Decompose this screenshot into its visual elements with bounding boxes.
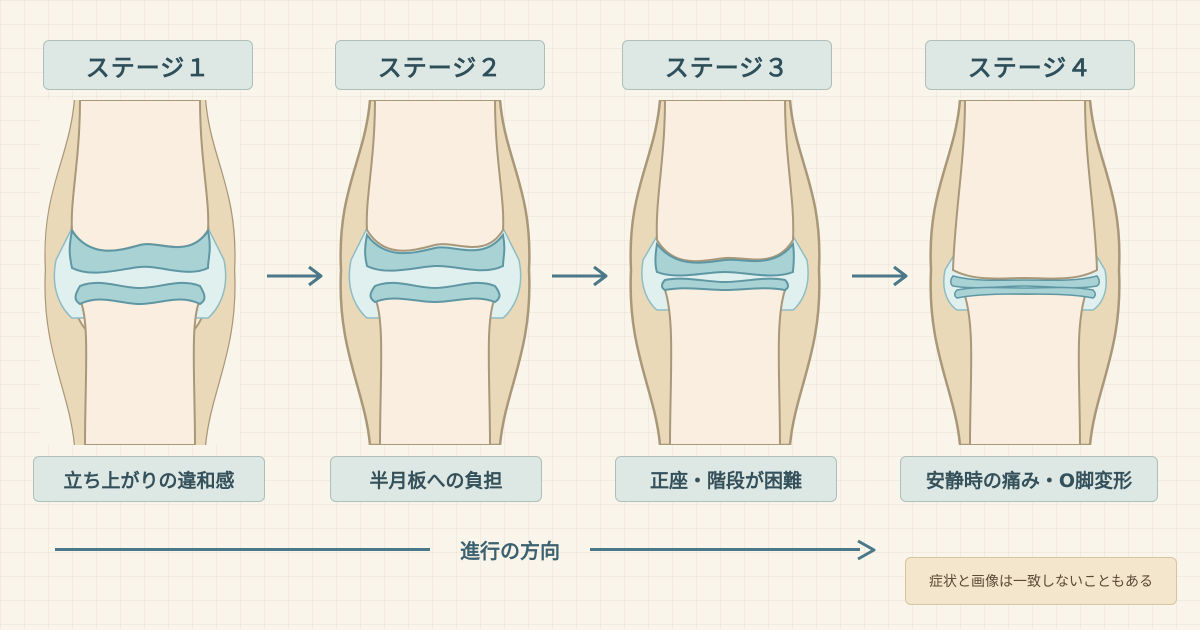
stage-4-joint-illustration: [929, 100, 1121, 445]
stage-4-caption: 安静時の痛み・O脚変形: [900, 456, 1158, 502]
stage-1-caption: 立ち上がりの違和感: [33, 456, 265, 502]
progression-line-right: [590, 548, 860, 551]
stage-4-title: ステージ４: [925, 40, 1135, 90]
stage-3-caption: 正座・階段が困難: [615, 456, 837, 502]
stage-3-title: ステージ３: [622, 40, 832, 90]
stage-1-title: ステージ１: [43, 40, 253, 90]
stage-2-title: ステージ２: [335, 40, 545, 90]
stage-2-to-3-arrow-icon: [552, 265, 608, 287]
stage-3-joint-illustration: [629, 100, 821, 445]
progression-arrowhead-icon: [857, 539, 876, 561]
note-text: 症状と画像は一致しないこともある: [929, 574, 1153, 590]
stage-2-caption: 半月板への負担: [330, 456, 542, 502]
stage-2-joint-illustration: [339, 100, 531, 445]
note-box: 症状と画像は一致しないこともある: [905, 557, 1177, 605]
stage-3-to-4-arrow-icon: [852, 265, 908, 287]
progression-line-left: [55, 548, 430, 551]
stage-1-joint-illustration: [40, 100, 240, 445]
progression-label: 進行の方向: [460, 538, 560, 563]
stage-1-to-2-arrow-icon: [267, 265, 323, 287]
